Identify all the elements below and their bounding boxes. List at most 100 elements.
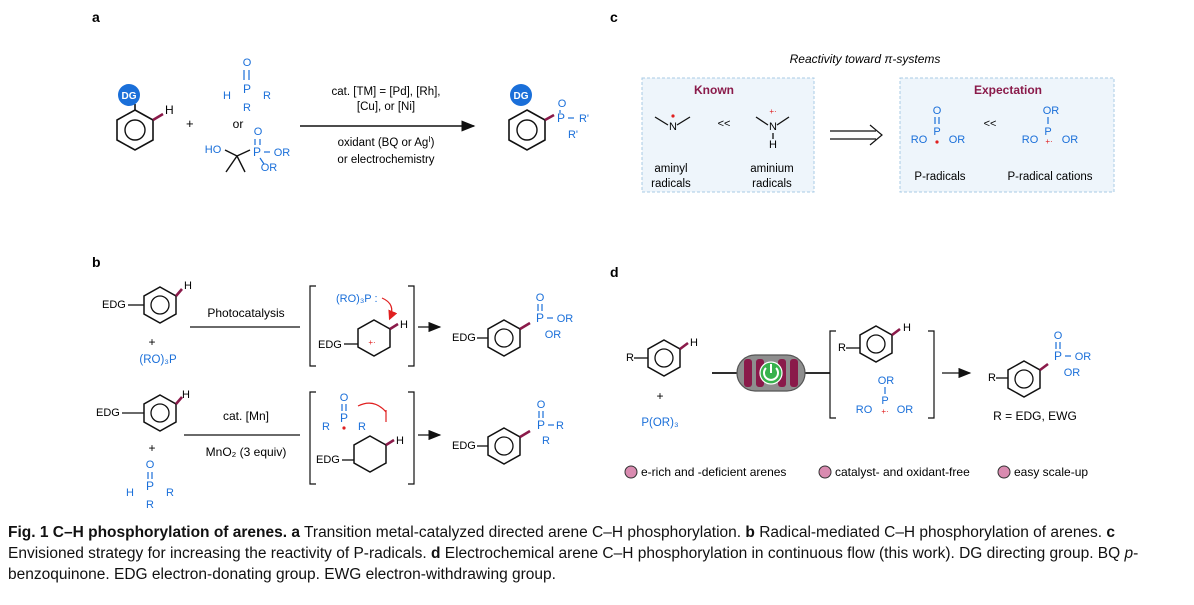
svg-text:O: O — [254, 126, 263, 138]
svg-text:R: R — [556, 420, 564, 432]
svg-text:EDG: EDG — [102, 299, 126, 311]
svg-text:+: + — [148, 335, 155, 349]
svg-text:H: H — [126, 487, 134, 499]
conditions-line1: cat. [TM] = [Pd], [Rh], — [332, 86, 441, 98]
reagent-hydroxyphosphonate: O P HO OR OR — [205, 126, 291, 174]
feature-list: e-rich and -deficient arenes catalyst- a… — [624, 465, 1088, 479]
svg-text:OR: OR — [1064, 367, 1081, 379]
svg-text:O: O — [537, 399, 546, 411]
svg-text:R: R — [146, 499, 154, 511]
figure-caption: Fig. 1 C–H phosphorylation of arenes. a … — [8, 522, 1188, 585]
feature-item: catalyst- and oxidant-free — [835, 465, 970, 479]
svg-text:P: P — [253, 145, 261, 159]
reagent-hpor2: O P H R R — [223, 57, 271, 114]
r-equals-label: R = EDG, EWG — [993, 409, 1077, 423]
svg-text:+·: +· — [368, 338, 375, 347]
conditions-line2: [Cu], or [Ni] — [357, 101, 415, 113]
caption-letter-a: a — [291, 524, 300, 541]
known-box — [641, 77, 815, 193]
panel-c: c Reactivity toward π-systems Known N am… — [610, 9, 1115, 193]
svg-text:HO: HO — [205, 144, 222, 156]
svg-text:O: O — [536, 292, 545, 304]
aminium-radical: N +· H aminium radicals — [750, 107, 793, 190]
expectation-title: Expectation — [974, 83, 1042, 97]
or-word: or — [233, 117, 244, 131]
svg-text:P: P — [557, 111, 565, 125]
figure-scheme: a DG H + O P H R R or O P — [92, 9, 1115, 511]
svg-text:R: R — [263, 90, 271, 102]
svg-text:radicals: radicals — [651, 178, 691, 190]
p-radical-cation: OR P RO OR +· P-radical cations — [1007, 105, 1092, 183]
panel-letter-a: a — [92, 9, 100, 25]
bracket-bottom: O P R R H EDG — [309, 391, 415, 485]
svg-text:R': R' — [568, 129, 578, 141]
svg-text:+·: +· — [1045, 137, 1052, 146]
feature-item: easy scale-up — [1014, 465, 1088, 479]
mn-catalyst-label: cat. [Mn] — [223, 409, 269, 423]
svg-text:H: H — [769, 139, 777, 151]
svg-text:OR: OR — [1062, 134, 1079, 146]
product-b-bottom: EDG O P R R — [452, 399, 564, 465]
svg-text:aminium: aminium — [750, 163, 793, 175]
benzene-dg: DG H — [116, 84, 174, 151]
product-b-top: EDG O P OR OR — [452, 292, 574, 357]
svg-text:P-radicals: P-radicals — [914, 171, 965, 183]
svg-text:OR: OR — [261, 162, 278, 174]
svg-text:P-radical cations: P-radical cations — [1007, 171, 1092, 183]
flow-reactor-icon — [736, 354, 806, 392]
svg-text:P: P — [537, 418, 545, 432]
bracket-d: H R OR P RO OR +· — [829, 322, 935, 419]
caption-bq-italic: p — [1124, 545, 1134, 562]
svg-text:P: P — [146, 479, 154, 493]
reagent-ro3p: (RO)₃P — [139, 354, 177, 366]
less-than-known: << — [718, 118, 731, 130]
panel-letter-b: b — [92, 254, 101, 270]
svg-text:+: + — [656, 389, 663, 403]
panel-letter-d: d — [610, 264, 619, 280]
less-than-expect: << — [984, 118, 997, 130]
caption-letter-b: b — [745, 524, 755, 541]
r-arene: H R — [626, 337, 698, 377]
svg-text:EDG: EDG — [318, 339, 342, 351]
edg-arene-bottom: H EDG — [96, 389, 190, 432]
conditions-line4: or electrochemistry — [337, 154, 434, 166]
svg-text:H: H — [400, 319, 408, 331]
svg-text:O: O — [146, 459, 155, 471]
svg-text:(RO)₃P :: (RO)₃P : — [336, 293, 378, 305]
reagent-hpor2-b: O P H R R — [126, 459, 174, 511]
reagent-p-or3: P(OR)₃ — [641, 417, 679, 429]
caption-text-d: Electrochemical arene C–H phosphorylatio… — [440, 545, 1125, 562]
svg-text:R: R — [358, 421, 366, 433]
product-a: DG O P R' R' — [508, 84, 589, 151]
svg-text:R: R — [243, 102, 251, 114]
panel-b: b H EDG + (RO)₃P Photocatalysis (RO)₃P :… — [92, 254, 573, 511]
svg-text:O: O — [340, 392, 349, 404]
caption-letter-d: d — [431, 545, 441, 562]
svg-text:H: H — [690, 337, 698, 349]
svg-text:R: R — [166, 487, 174, 499]
svg-text:OR: OR — [1075, 351, 1092, 363]
known-title: Known — [694, 83, 734, 97]
svg-text:P: P — [881, 395, 888, 407]
product-d: R O P OR OR R = EDG, EWG — [988, 330, 1091, 423]
svg-text:EDG: EDG — [96, 407, 120, 419]
svg-text:R: R — [542, 435, 550, 447]
aminyl-radical: N aminyl radicals — [651, 114, 691, 190]
svg-text:R: R — [322, 421, 330, 433]
svg-text:H: H — [223, 90, 231, 102]
mno2-label: MnO₂ (3 equiv) — [206, 445, 287, 459]
edg-arene-top: H EDG — [102, 280, 192, 324]
svg-text:P: P — [243, 82, 251, 96]
svg-text:+·: +· — [769, 107, 776, 116]
caption-text-c: Envisioned strategy for increasing the r… — [8, 545, 431, 562]
svg-text:O: O — [1054, 330, 1063, 342]
svg-text:R: R — [988, 372, 996, 384]
svg-text:RO: RO — [911, 134, 928, 146]
svg-text:OR: OR — [557, 313, 574, 325]
svg-text:H: H — [903, 322, 911, 334]
svg-text:+: + — [148, 441, 155, 455]
bracket-top: (RO)₃P : H EDG +· — [309, 285, 415, 367]
svg-text:DG: DG — [514, 91, 529, 102]
svg-text:OR: OR — [949, 134, 966, 146]
svg-text:P: P — [340, 411, 348, 425]
